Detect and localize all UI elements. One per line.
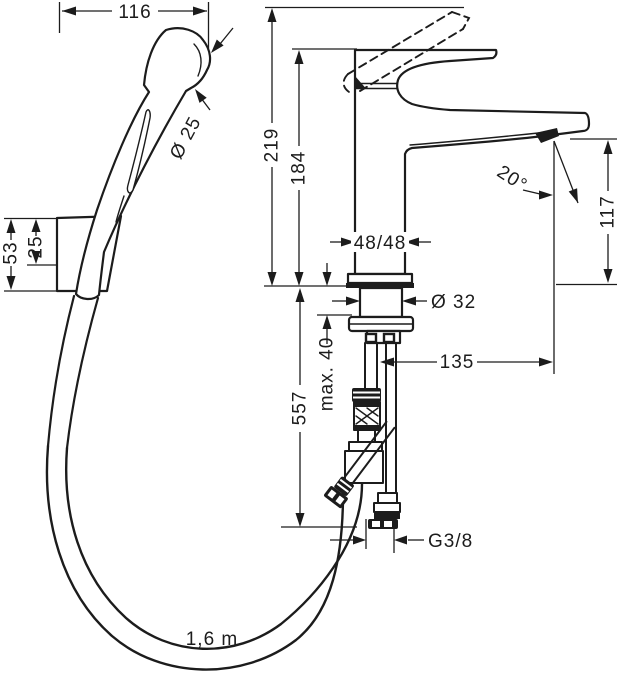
dashed-lever-tip xyxy=(451,11,471,30)
hand-shower-body xyxy=(74,27,212,301)
arrowhead xyxy=(31,219,41,232)
base-plate-edge xyxy=(346,283,414,288)
mounting-shank xyxy=(358,286,404,319)
fitting-band-block xyxy=(334,476,354,496)
nut-slot xyxy=(335,495,345,505)
shower-handle-highlight xyxy=(126,109,151,194)
nut-slot xyxy=(327,489,337,499)
arrowhead xyxy=(294,272,304,286)
shower-head-band xyxy=(193,43,202,77)
braid-cap xyxy=(354,402,380,407)
base-plate xyxy=(346,272,414,285)
g38-nut-angled xyxy=(324,486,348,509)
arrowhead xyxy=(603,269,613,283)
arrowhead xyxy=(31,251,41,264)
aerator-tip xyxy=(535,128,559,143)
arrowhead xyxy=(402,296,416,306)
hose-line xyxy=(343,420,388,479)
dim-25-label: 25 xyxy=(26,235,47,258)
arrowhead xyxy=(341,237,355,247)
faucet-lever-open-dashed xyxy=(342,11,471,93)
arrowhead xyxy=(211,39,224,53)
hose-length-label: 1,6 m xyxy=(186,629,239,650)
dashed-lever-top-edge xyxy=(347,11,453,75)
braid-cap xyxy=(354,425,380,430)
fitting-neck xyxy=(377,492,398,504)
fitting-body xyxy=(373,502,401,513)
dashed-lever-pivot xyxy=(342,73,350,93)
braid-pattern xyxy=(355,407,379,425)
band-stripe xyxy=(339,478,353,489)
hose-line xyxy=(351,426,396,485)
nut-slot xyxy=(384,521,392,527)
supply-hose-angled xyxy=(324,420,396,509)
arrowhead xyxy=(193,6,207,16)
shower-hose-cone-right xyxy=(65,296,100,450)
arrowhead xyxy=(568,188,578,203)
arrowhead xyxy=(6,219,16,233)
dim-max40-label: max. 40 xyxy=(317,337,338,412)
shower-hose-outer xyxy=(45,444,345,671)
arrowhead xyxy=(603,140,613,154)
shower-handle-highlight-small xyxy=(115,195,125,223)
arrowhead xyxy=(294,50,304,64)
dim-o32-label: Ø 32 xyxy=(431,292,476,313)
fitting-band xyxy=(374,512,400,519)
connector-band-block xyxy=(352,388,381,402)
dim-219-label: 219 xyxy=(262,128,283,163)
lever-pivot-shadow xyxy=(355,76,366,89)
dim-o25-label: Ø 25 xyxy=(166,113,206,163)
manifold-port-right xyxy=(382,332,396,344)
arrowhead xyxy=(322,272,332,286)
arrowhead xyxy=(6,276,16,290)
shower-hose-inner xyxy=(65,446,364,650)
dim-184-label: 184 xyxy=(289,151,310,186)
shower-hose-connector xyxy=(344,342,384,484)
leader-o25-top xyxy=(219,27,234,45)
dim-135-label: 135 xyxy=(440,352,475,373)
dim-117-label: 117 xyxy=(598,195,619,228)
dim-g38-label: G3/8 xyxy=(428,531,473,552)
supply-hose-straight xyxy=(368,342,401,529)
leader-20deg xyxy=(522,189,541,195)
arrowhead xyxy=(539,190,553,200)
dim-20deg-label: 20° xyxy=(493,162,531,197)
product-drawing xyxy=(45,11,591,671)
arrowhead xyxy=(539,357,553,367)
arrowhead xyxy=(295,288,305,302)
dimension-lines xyxy=(4,2,617,553)
arrowhead xyxy=(405,237,419,247)
dim-4848-label: 48/48 xyxy=(354,233,407,254)
arrowhead xyxy=(346,296,360,306)
arrowhead xyxy=(394,535,407,545)
arrowhead xyxy=(195,89,207,103)
arrowhead xyxy=(267,8,277,22)
faucet-body xyxy=(353,48,591,276)
arrowhead xyxy=(353,535,366,545)
label-backing xyxy=(351,232,409,252)
shower-hose-cone-left xyxy=(46,294,76,448)
nut-slot xyxy=(372,521,380,527)
manifold-port-left xyxy=(364,332,378,344)
arrowhead xyxy=(295,513,305,527)
dim-116-label: 116 xyxy=(118,2,151,23)
dashed-lever-bottom-edge xyxy=(359,28,464,92)
band-stripe xyxy=(336,482,350,493)
dim-53-label: 53 xyxy=(1,241,22,264)
arrowhead xyxy=(267,272,277,286)
arrowhead xyxy=(322,315,332,329)
spout-underside-line xyxy=(409,131,549,146)
arrowhead xyxy=(62,6,76,16)
dim-557-label: 557 xyxy=(290,391,311,426)
dimension-labels: 116 Ø 25 53 25 219 184 48/48 20° 117 Ø 3… xyxy=(1,2,619,650)
